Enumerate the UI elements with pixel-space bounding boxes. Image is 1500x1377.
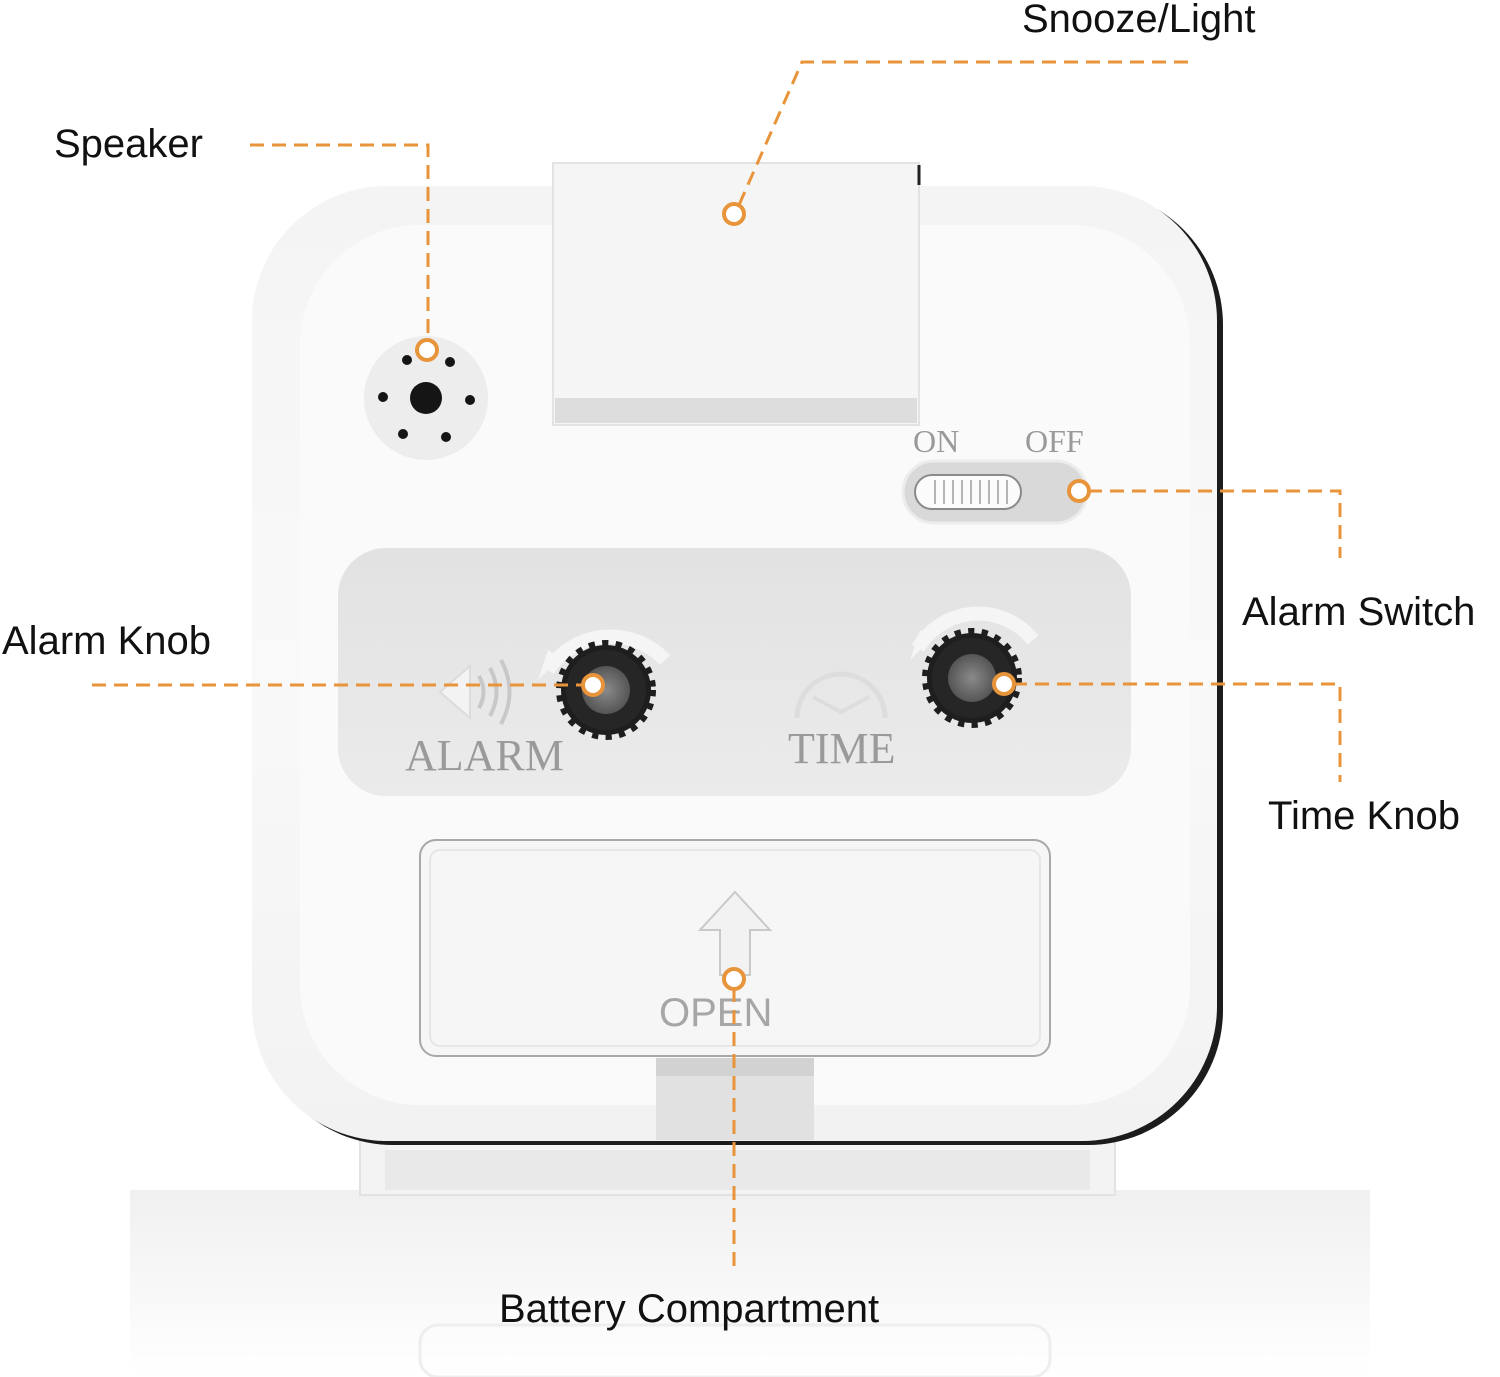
- battery-compartment-marker: [722, 967, 746, 991]
- time-knob[interactable]: [910, 606, 1039, 728]
- alarm-sound-icon: [438, 659, 512, 725]
- open-label: OPEN: [659, 991, 772, 1035]
- snooze-light-marker: [722, 202, 746, 226]
- alarm-switch-leader: [1088, 489, 1342, 558]
- callout-lines: [92, 60, 1342, 1268]
- callout-alarm-switch: Alarm Switch: [1242, 590, 1475, 634]
- slider-grip: [934, 480, 1008, 504]
- speaker-hole: [398, 429, 408, 439]
- alarm-switch-marker: [1067, 479, 1091, 503]
- speaker-hole: [402, 355, 412, 365]
- callout-markers: [415, 202, 1091, 991]
- time-label: TIME: [788, 724, 896, 773]
- alarm-knob-arrow-head: [538, 650, 560, 680]
- floor-reflection: [130, 1190, 1370, 1377]
- alarm-switch-slider[interactable]: [914, 474, 1022, 510]
- time-clock-icon: [794, 671, 888, 719]
- reflection-compartment: [418, 1323, 1052, 1377]
- time-knob-arrow-head: [910, 630, 932, 660]
- speaker-hole: [378, 392, 388, 402]
- time-knob-marker: [992, 672, 1016, 696]
- control-panel: [338, 548, 1131, 796]
- snooze-light-leader: [737, 60, 1188, 206]
- snooze-light-bar-lip: [555, 398, 917, 423]
- callout-battery-compartment: Battery Compartment: [499, 1287, 879, 1331]
- alarm-switch[interactable]: [914, 474, 1022, 510]
- alarm-knob[interactable]: [538, 629, 671, 740]
- clock-base-inner: [385, 1150, 1090, 1190]
- speaker-marker: [415, 338, 439, 362]
- speaker-hole: [465, 395, 475, 405]
- callout-speaker: Speaker: [54, 122, 203, 166]
- speaker: [364, 336, 488, 460]
- alarm-knob-marker: [581, 673, 605, 697]
- time-knob-center: [948, 654, 996, 702]
- callout-time-knob: Time Knob: [1268, 794, 1460, 838]
- switch-on-label: ON: [913, 423, 959, 459]
- speaker-hole: [445, 357, 455, 367]
- speaker-leader: [250, 143, 430, 341]
- callout-snooze-light: Snooze/Light: [1022, 0, 1256, 41]
- speaker-hole: [441, 432, 451, 442]
- speaker-center-hole: [410, 382, 442, 414]
- switch-off-label: OFF: [1025, 423, 1084, 459]
- alarm-knob-arrow: [542, 629, 671, 675]
- alarm-label: ALARM: [405, 731, 564, 780]
- callout-alarm-knob: Alarm Knob: [2, 619, 211, 663]
- time-knob-arrow: [911, 606, 1039, 652]
